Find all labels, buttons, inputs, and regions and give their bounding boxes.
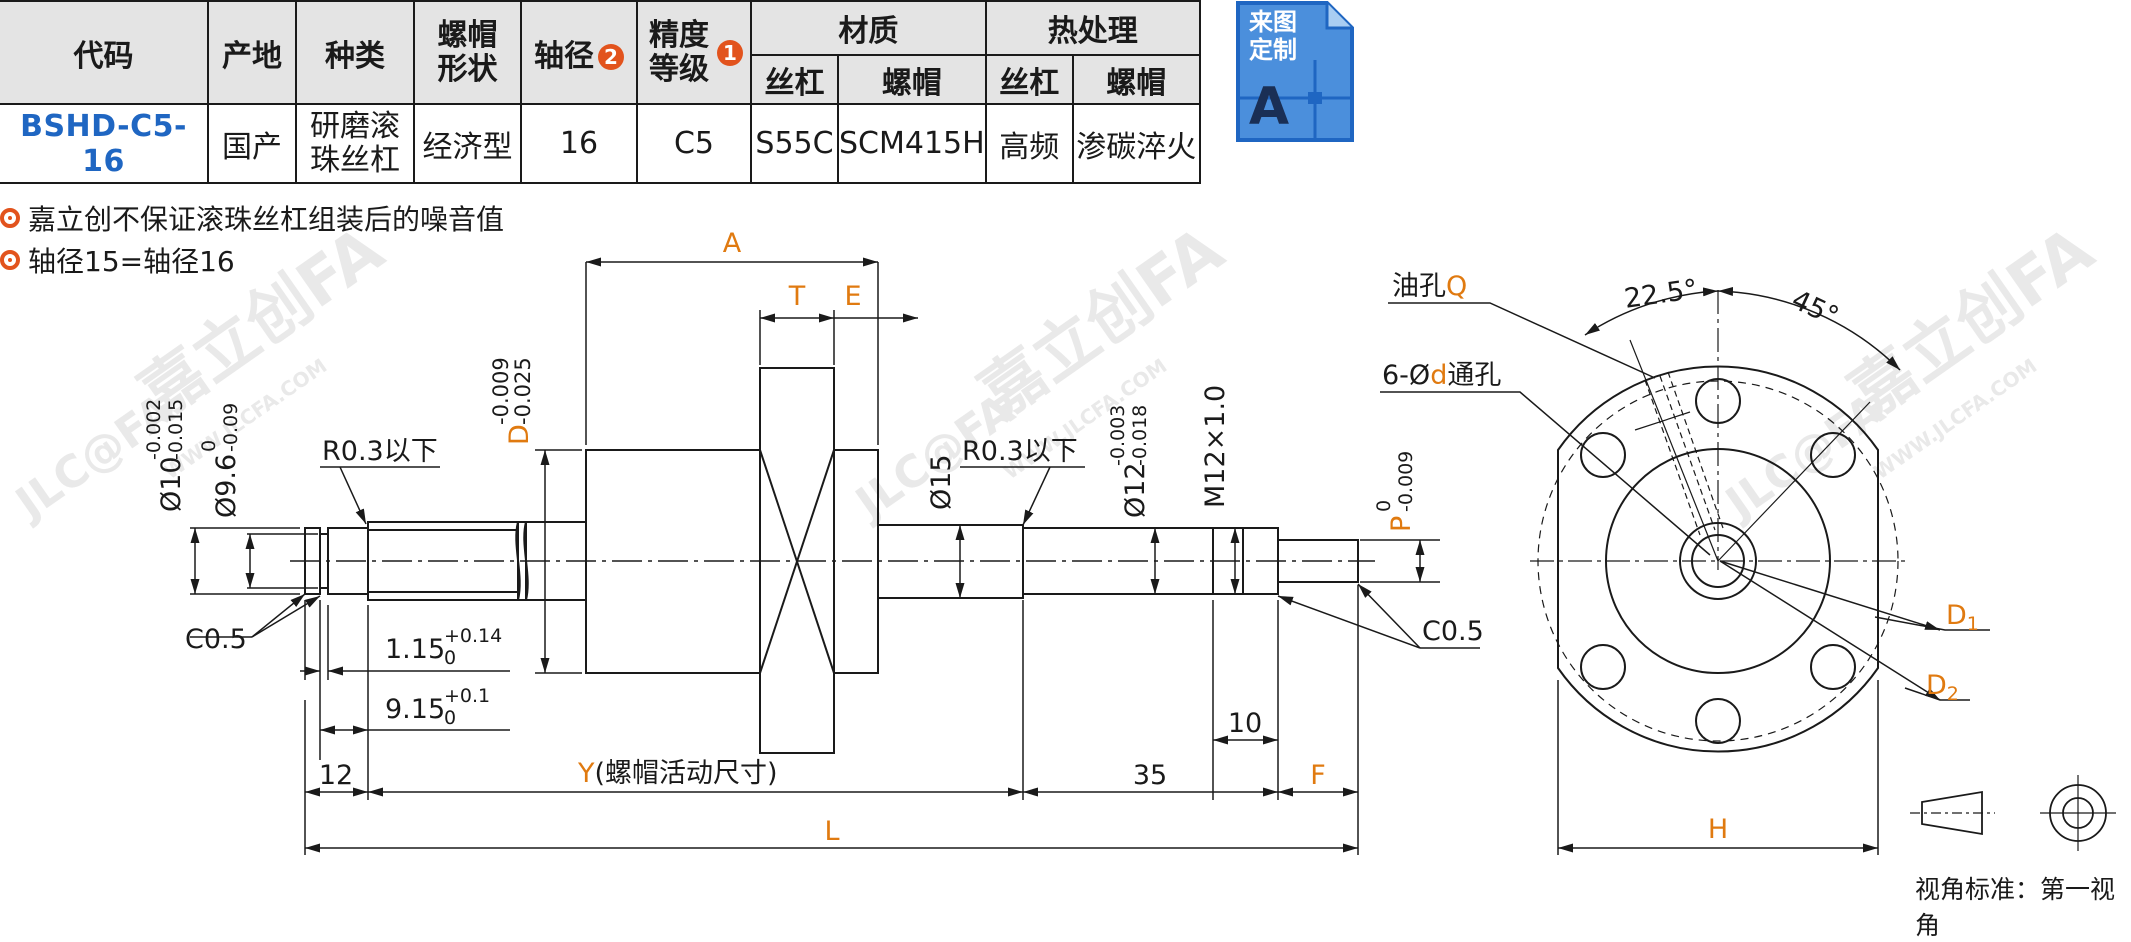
header-code: 代码 xyxy=(0,0,209,105)
side-view xyxy=(290,367,1375,754)
label-P-tol-lower: -0.009 xyxy=(1395,451,1417,512)
cell-material-nut: SCM415H xyxy=(837,103,987,184)
label-dia96: Ø9.6 xyxy=(211,454,242,518)
label-35: 35 xyxy=(1133,760,1167,791)
label-r03-right: R0.3以下 xyxy=(962,436,1078,467)
label-A: A xyxy=(723,228,742,259)
custom-letter: A xyxy=(1249,77,1289,137)
label-E: E xyxy=(844,281,861,312)
label-12: 12 xyxy=(319,760,353,791)
label-915: 9.15 +0.1 0 xyxy=(385,685,490,729)
label-dia96-tol-upper: 0 xyxy=(198,440,220,452)
note-badge-1: 1 xyxy=(717,39,743,66)
label-dia12-tol-lower: -0.018 xyxy=(1129,405,1151,466)
label-dia12-tol-upper: -0.003 xyxy=(1107,405,1129,466)
first-angle-projection-icon xyxy=(1910,775,2116,851)
header-heat-screw: 丝杠 xyxy=(984,54,1074,105)
header-origin: 产地 xyxy=(207,0,297,105)
bullet-icon xyxy=(0,208,20,228)
cell-shaft-dia: 16 xyxy=(520,103,638,184)
label-H: H xyxy=(1708,814,1728,845)
flange-outline xyxy=(1557,365,1879,753)
header-heat: 热处理 xyxy=(984,0,1201,56)
header-type: 种类 xyxy=(295,0,415,105)
header-material: 材质 xyxy=(750,0,987,56)
table-row: BSHD-C5-16 国产 研磨滚珠丝杠 经济型 16 C5 S55C SCM4… xyxy=(0,103,1201,184)
cell-heat-nut: 渗碳淬火 xyxy=(1071,103,1201,184)
bolt-hole xyxy=(1810,644,1856,690)
svg-text:9.15: 9.15 xyxy=(385,694,445,725)
svg-text:0: 0 xyxy=(444,647,456,669)
bolt-hole xyxy=(1580,644,1626,690)
label-dia10-tol-lower: -0.015 xyxy=(165,399,187,460)
label-angle-225: 22.5° xyxy=(1622,274,1699,315)
bullet-icon xyxy=(0,250,20,270)
front-view xyxy=(1530,290,1905,753)
header-heat-nut: 螺帽 xyxy=(1071,54,1201,105)
label-c05-left: C0.5 xyxy=(185,624,247,655)
label-dia10-tol-upper: -0.002 xyxy=(143,399,165,460)
label-dia15: Ø15 xyxy=(926,454,957,510)
cell-code: BSHD-C5-16 xyxy=(0,103,209,184)
svg-text:1.15: 1.15 xyxy=(385,634,445,665)
label-T: T xyxy=(788,281,806,312)
bolt-hole xyxy=(1810,432,1856,478)
shaft-right-end xyxy=(1277,539,1359,583)
label-m12: M12×1.0 xyxy=(1200,385,1231,508)
cell-nut-shape: 经济型 xyxy=(413,103,522,184)
label-P-tol-upper: 0 xyxy=(1373,500,1395,512)
svg-text:+0.1: +0.1 xyxy=(444,685,490,707)
label-115: 1.15 +0.14 0 xyxy=(385,625,502,669)
label-D: D xyxy=(504,424,535,445)
note-badge-2: 2 xyxy=(598,44,624,70)
note-2: 轴径15=轴径16 xyxy=(0,240,235,280)
label-angle-45: 45° xyxy=(1787,284,1843,332)
label-D-tol-lower: -0.025 xyxy=(511,357,535,425)
label-10: 10 xyxy=(1228,708,1262,739)
note-1: 嘉立创不保证滚珠丝杠组装后的噪音值 xyxy=(0,198,504,238)
label-holes: 6-Ød通孔 xyxy=(1382,360,1501,391)
bolt-hole xyxy=(1695,698,1741,744)
label-Y: Y(螺帽活动尺寸) xyxy=(577,758,778,789)
projection-standard: 视角标准：第一视角 xyxy=(1915,875,2116,940)
cell-heat-screw: 高频 xyxy=(984,103,1074,184)
technical-drawing: JLC@FA 嘉立创FA WWW.JLCFA.COM JLC@FA 嘉立创FA … xyxy=(5,213,2116,855)
bolt-hole xyxy=(1580,432,1626,478)
label-c05-right: C0.5 xyxy=(1422,616,1484,647)
header-nut-shape: 螺帽形状 xyxy=(413,0,522,105)
label-r03-left: R0.3以下 xyxy=(322,436,438,467)
cell-origin: 国产 xyxy=(207,103,297,184)
custom-line1: 来图 xyxy=(1249,8,1297,36)
label-oil-hole: 油孔Q xyxy=(1392,271,1467,302)
label-dia12: Ø12 xyxy=(1120,462,1151,518)
label-F: F xyxy=(1310,760,1326,791)
label-P: P xyxy=(1386,516,1417,532)
label-D2: D2 xyxy=(1926,670,1959,705)
label-D1: D1 xyxy=(1946,600,1979,635)
svg-text:0: 0 xyxy=(444,707,456,729)
header-material-screw: 丝杠 xyxy=(750,54,839,105)
label-L: L xyxy=(824,816,839,847)
custom-line2: 定制 xyxy=(1249,36,1297,64)
cell-type: 研磨滚珠丝杠 xyxy=(295,103,415,184)
label-dia96-tol-lower: -0.09 xyxy=(220,403,242,452)
cell-precision: C5 xyxy=(636,103,752,184)
label-dia10: Ø10 xyxy=(156,456,187,512)
note-1-text: 嘉立创不保证滚珠丝杠组装后的噪音值 xyxy=(28,203,505,236)
label-D-tol-upper: -0.009 xyxy=(489,357,513,425)
custom-drawing-icon[interactable]: 来图 定制 A xyxy=(1235,0,1355,143)
svg-text:+0.14: +0.14 xyxy=(444,625,502,647)
cell-material-screw: S55C xyxy=(750,103,839,184)
note-2-text: 轴径15=轴径16 xyxy=(28,245,235,278)
header-material-nut: 螺帽 xyxy=(837,54,987,105)
